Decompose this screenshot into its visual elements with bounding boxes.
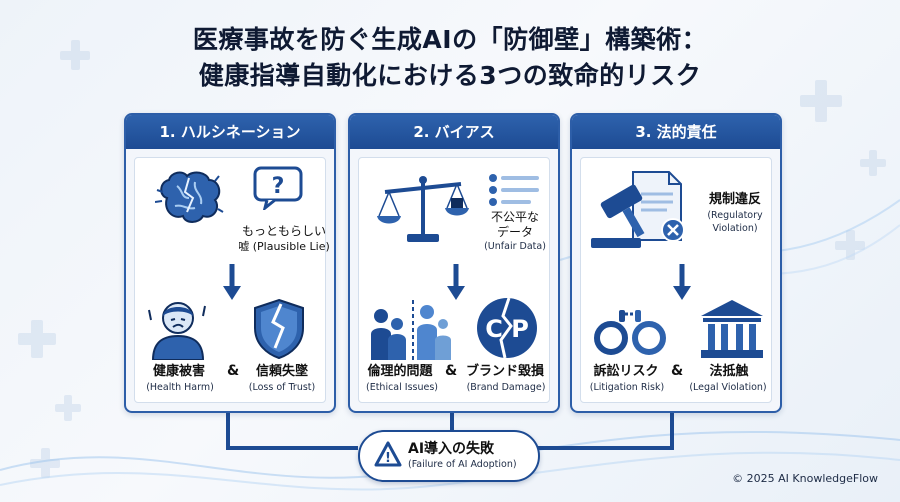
- svg-text:?: ?: [272, 174, 285, 199]
- courthouse-icon: [701, 300, 763, 358]
- gavel-document-icon: [591, 171, 685, 248]
- legal-violation-sub: (Legal Violation): [689, 382, 767, 393]
- badge-subtitle: (Failure of AI Adoption): [408, 459, 517, 470]
- bg-cross-decoration: [18, 320, 56, 358]
- ampersand: &: [445, 363, 458, 379]
- panel-hallucination: 1. ハルシネーション ? もっともらしい 嘘 (Plausible Lie): [124, 113, 336, 413]
- warning-triangle-icon: !: [374, 441, 402, 467]
- arrow-down-icon: [223, 264, 241, 300]
- title-line-2: 健康指導自動化における3つの致命的リスク: [198, 61, 702, 90]
- ethical-issues-label: 倫理的問題: [367, 364, 433, 379]
- brand-logo-text: C P: [485, 315, 529, 343]
- bg-cross-decoration: [55, 395, 81, 421]
- badge-title: AI導入の失敗: [408, 441, 495, 457]
- ampersand: &: [671, 363, 684, 379]
- sick-person-icon: [148, 302, 206, 360]
- loss-of-trust-label: 信頼失墜: [255, 364, 308, 379]
- panel-legal-liability: 3. 法的責任 規制違反 (Regulatory Violation): [570, 113, 782, 413]
- litigation-risk-sub: (Litigation Risk): [589, 382, 665, 393]
- panel-bias: 2. バイアス 不公平な データ (Unfair Data): [348, 113, 560, 413]
- regulatory-violation-label: 規制違反: [708, 192, 761, 207]
- plausible-lie-label-2: 嘘 (Plausible Lie): [238, 240, 330, 253]
- panel-body: 不公平な データ (Unfair Data) C P 倫理的問題 & ブラン: [358, 157, 550, 403]
- arrow-down-icon: [447, 264, 465, 300]
- ampersand: &: [227, 363, 240, 379]
- bg-cross-decoration: [800, 80, 842, 122]
- title-line-1: 医療事故を防ぐ生成AIの「防御壁」構築術：: [192, 25, 708, 54]
- balance-scale-icon: [377, 176, 469, 242]
- panel-body: ? もっともらしい 嘘 (Plausible Lie) 健康被害 & 信頼失墜 …: [134, 157, 330, 403]
- handcuffs-icon: [594, 310, 666, 355]
- people-group-icon: [371, 300, 451, 360]
- cracked-brain-icon: [155, 171, 224, 223]
- litigation-risk-label: 訴訟リスク: [593, 364, 659, 379]
- ai-adoption-failure-badge: ! AI導入の失敗 (Failure of AI Adoption): [358, 430, 540, 482]
- panel-body: 規制違反 (Regulatory Violation) 訴訟リスク & 法: [580, 157, 772, 403]
- loss-of-trust-sub: (Loss of Trust): [248, 382, 316, 393]
- arrow-down-icon: [673, 264, 691, 300]
- copyright-text: © 2025 AI KnowledgeFlow: [732, 472, 878, 485]
- question-bubble-icon: ?: [253, 166, 303, 210]
- broken-brand-logo-icon: C P: [477, 297, 537, 359]
- health-harm-label: 健康被害: [152, 364, 205, 379]
- unfair-data-label-1: 不公平な: [490, 210, 539, 224]
- bg-cross-decoration: [60, 40, 90, 70]
- panel-header: 3. 法的責任: [572, 115, 780, 149]
- unfair-data-label-2: データ: [496, 225, 533, 239]
- health-harm-sub: (Health Harm): [146, 382, 214, 393]
- data-list-icon: [489, 174, 539, 206]
- regulatory-violation-sub-2: Violation): [712, 223, 758, 234]
- page-title: 医療事故を防ぐ生成AIの「防御壁」構築術： 健康指導自動化における3つの致命的リ…: [0, 22, 900, 94]
- ethical-issues-sub: (Ethical Issues): [365, 382, 439, 393]
- legal-violation-label: 法抵触: [709, 364, 749, 379]
- panel-header: 2. バイアス: [350, 115, 558, 149]
- brand-damage-label: ブランド毀損: [465, 364, 544, 379]
- broken-shield-icon: [254, 298, 304, 360]
- unfair-data-sub: (Unfair Data): [484, 241, 546, 252]
- regulatory-violation-sub-1: (Regulatory: [707, 210, 763, 221]
- panel-header: 1. ハルシネーション: [126, 115, 334, 149]
- bg-cross-decoration: [860, 150, 886, 176]
- warning-glyph: !: [385, 451, 391, 466]
- plausible-lie-label-1: もっともらしい: [241, 224, 326, 238]
- brand-damage-sub: (Brand Damage): [466, 382, 546, 393]
